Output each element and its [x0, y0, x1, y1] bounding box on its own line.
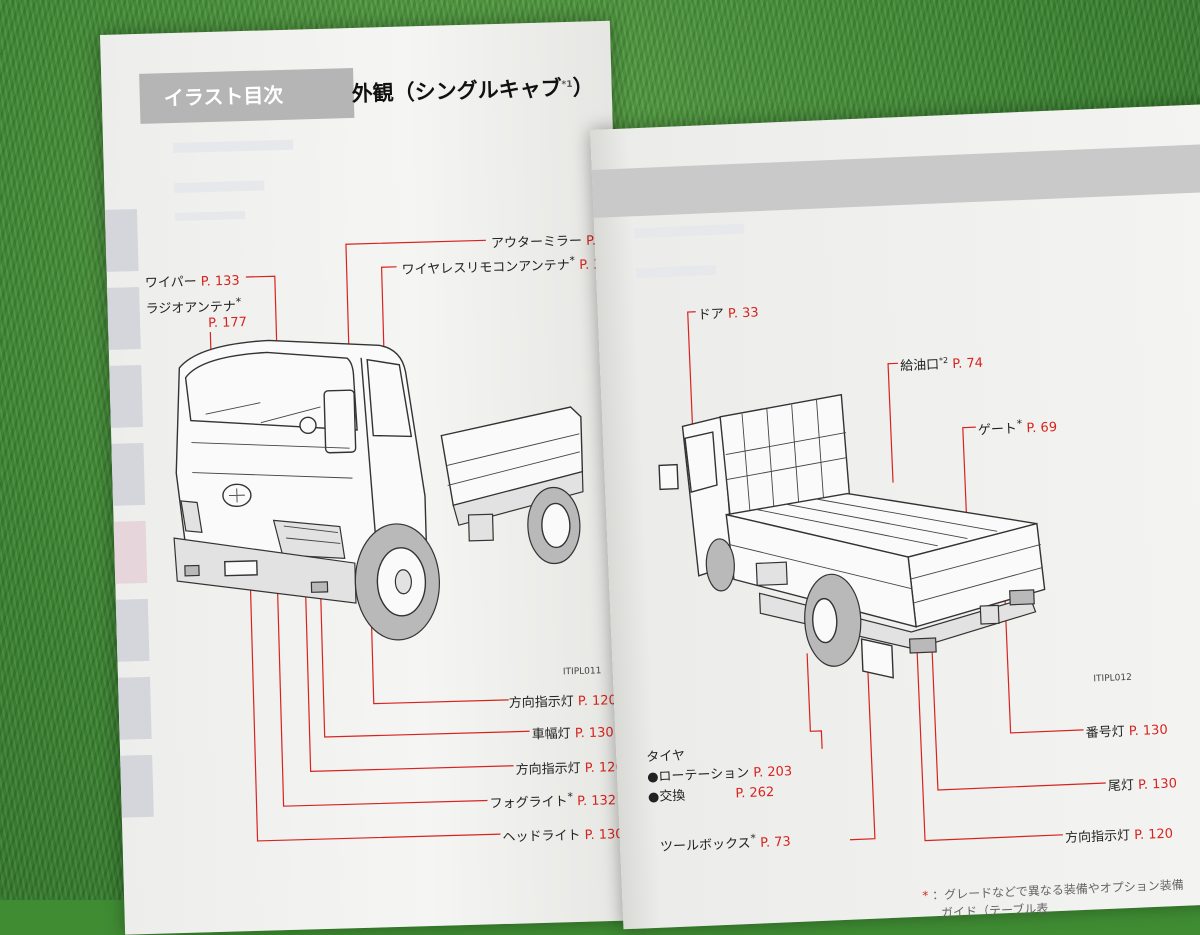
- left-page: イラスト目次 外観（シングルキャブ*1） ワイパー P. 133 ラジオアンテナ…: [100, 20, 635, 935]
- page-ref: P. 132: [576, 793, 617, 810]
- callout-fog-light: フォグライト* P. 132: [489, 790, 617, 812]
- callout-turn-signal-1: 方向指示灯 P. 120: [508, 693, 618, 712]
- index-tab: [117, 676, 152, 740]
- callout-clearance-lamp: 車幅灯 P. 130: [531, 725, 614, 743]
- page-ref: P. 130: [574, 725, 614, 742]
- footnote-line2: ガイド（テーブル表: [940, 901, 1049, 920]
- callout-turn-signal-2: 方向指示灯 P. 120: [515, 759, 624, 779]
- callout-headlight: ヘッドライト P. 130: [502, 827, 624, 846]
- index-tab: [120, 754, 154, 818]
- page-ref: P. 120: [577, 693, 618, 710]
- page-ref: P. 130: [584, 827, 624, 844]
- truck-rear-illustration: [658, 311, 1106, 842]
- right-page: ドア P. 33 給油口*2 P. 74 ゲート* P. 69 番号灯 P. 1…: [590, 103, 1200, 930]
- truck-front-illustration: [173, 239, 584, 842]
